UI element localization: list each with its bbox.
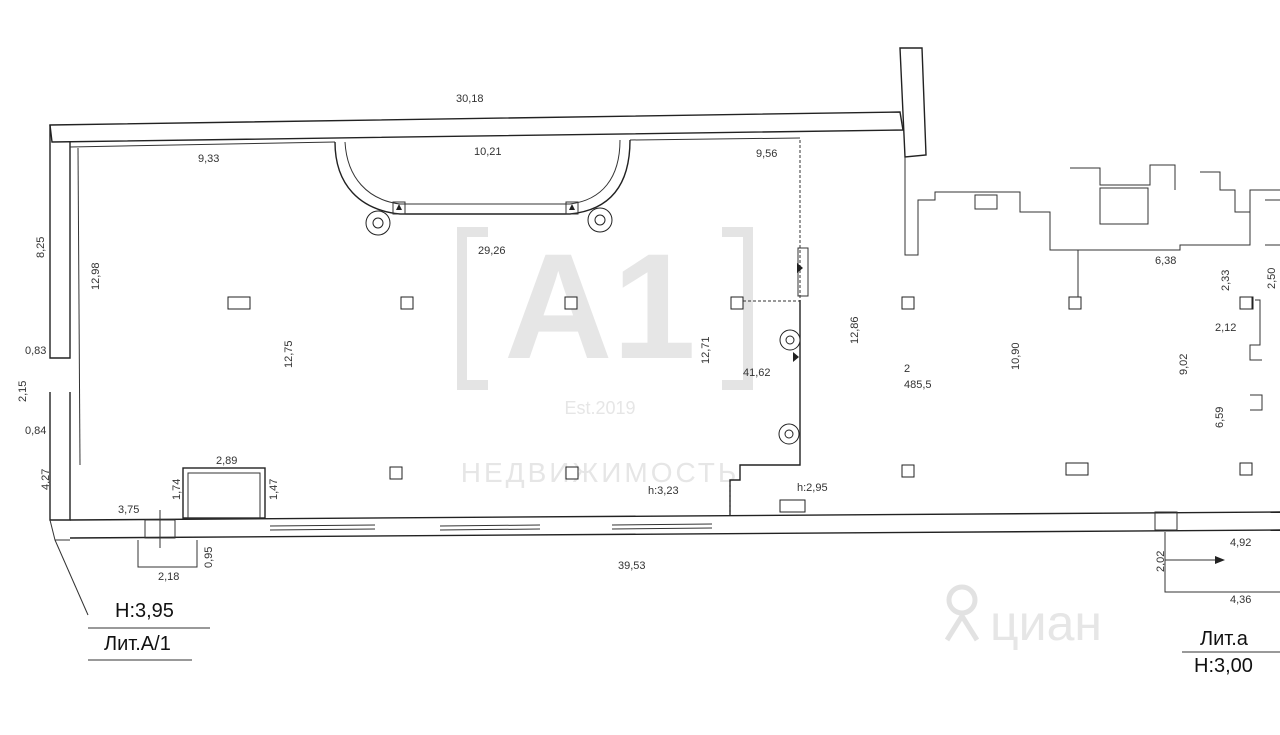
watermark-cian: циан bbox=[944, 584, 1102, 651]
dim-porch-bottom: 4,36 bbox=[1230, 594, 1251, 606]
room-small-area: 41,62 bbox=[743, 367, 771, 379]
dim-right-mid: 10,90 bbox=[1010, 342, 1022, 370]
dim-left-427: 4,27 bbox=[40, 469, 52, 490]
dim-top-outer: 30,18 bbox=[456, 93, 484, 105]
walls bbox=[49, 47, 1280, 539]
dim-top-mid: 10,21 bbox=[474, 146, 502, 158]
windows bbox=[144, 499, 1178, 548]
watermark-est: Est.2019 bbox=[564, 398, 635, 418]
dim-partition: 12,71 bbox=[700, 336, 712, 364]
room-area: 485,5 bbox=[904, 379, 932, 391]
dim-right-top-c: 2,50 bbox=[1266, 268, 1278, 289]
title-right: Лит.а Н:3,00 bbox=[1182, 628, 1280, 677]
entry bbox=[49, 519, 1280, 616]
room-number: 2 bbox=[904, 363, 910, 375]
dim-mid-width: 29,26 bbox=[478, 245, 506, 257]
dim-entry-w: 3,75 bbox=[118, 504, 139, 516]
dim-porch-top: 4,92 bbox=[1230, 537, 1251, 549]
dim-right-small: 2,12 bbox=[1215, 322, 1236, 334]
left-lit-label: Лит.А/1 bbox=[104, 633, 171, 655]
right-lit-label: Лит.а bbox=[1200, 628, 1249, 650]
dim-left-083: 0,83 bbox=[25, 345, 46, 357]
dim-step-h: 0,95 bbox=[203, 547, 215, 568]
room-labels: 2 485,5 41,62 h:3,23 h:2,95 bbox=[648, 363, 932, 497]
dim-bottom: 39,53 bbox=[618, 560, 646, 572]
left-height-label: Н:3,95 bbox=[115, 600, 174, 622]
dimension-labels: 30,18 9,33 10,21 9,56 29,26 6,38 2,12 0,… bbox=[25, 93, 1251, 606]
title-left: Н:3,95 Лит.А/1 bbox=[88, 600, 210, 661]
columns bbox=[227, 250, 1254, 480]
dim-box-h2: 1,47 bbox=[268, 479, 280, 500]
dim-left-215: 2,15 bbox=[17, 381, 29, 402]
vents bbox=[778, 263, 803, 445]
dim-porch-h: 2,02 bbox=[1155, 551, 1167, 572]
bay-window bbox=[334, 139, 631, 236]
ceiling-height-left: h:3,23 bbox=[648, 485, 679, 497]
dim-top-right: 9,56 bbox=[756, 148, 777, 160]
dim-box-h1: 1,74 bbox=[171, 479, 183, 500]
dim-left-outer-upper: 8,25 bbox=[35, 237, 47, 258]
watermark-a1: A1 Est.2019 НЕДВИЖИМОСТЬ bbox=[457, 222, 753, 488]
watermark-brand: НЕДВИЖИМОСТЬ bbox=[461, 457, 740, 488]
dim-col-mid: 12,75 bbox=[283, 340, 295, 368]
ceiling-height-right: h:2,95 bbox=[797, 482, 828, 494]
right-height-label: Н:3,00 bbox=[1194, 655, 1253, 677]
watermark-logo: A1 bbox=[504, 222, 696, 390]
dim-top-left: 9,33 bbox=[198, 153, 219, 165]
watermark-cian-text: циан bbox=[990, 595, 1102, 651]
small-room bbox=[182, 467, 266, 519]
dim-left-084: 0,84 bbox=[25, 425, 46, 437]
dim-right-top-b: 2,33 bbox=[1220, 270, 1232, 291]
dim-right-left: 12,86 bbox=[849, 316, 861, 344]
dimension-labels-vertical: 8,25 12,98 12,75 12,71 12,86 10,90 9,02 … bbox=[17, 237, 1278, 572]
dim-right-lower: 6,59 bbox=[1214, 407, 1226, 428]
dim-right-right: 9,02 bbox=[1178, 354, 1190, 375]
dim-left-inner: 12,98 bbox=[90, 262, 102, 290]
dim-step-w: 2,18 bbox=[158, 571, 179, 583]
dim-right-top-a: 6,38 bbox=[1155, 255, 1176, 267]
dim-box-w: 2,89 bbox=[216, 455, 237, 467]
